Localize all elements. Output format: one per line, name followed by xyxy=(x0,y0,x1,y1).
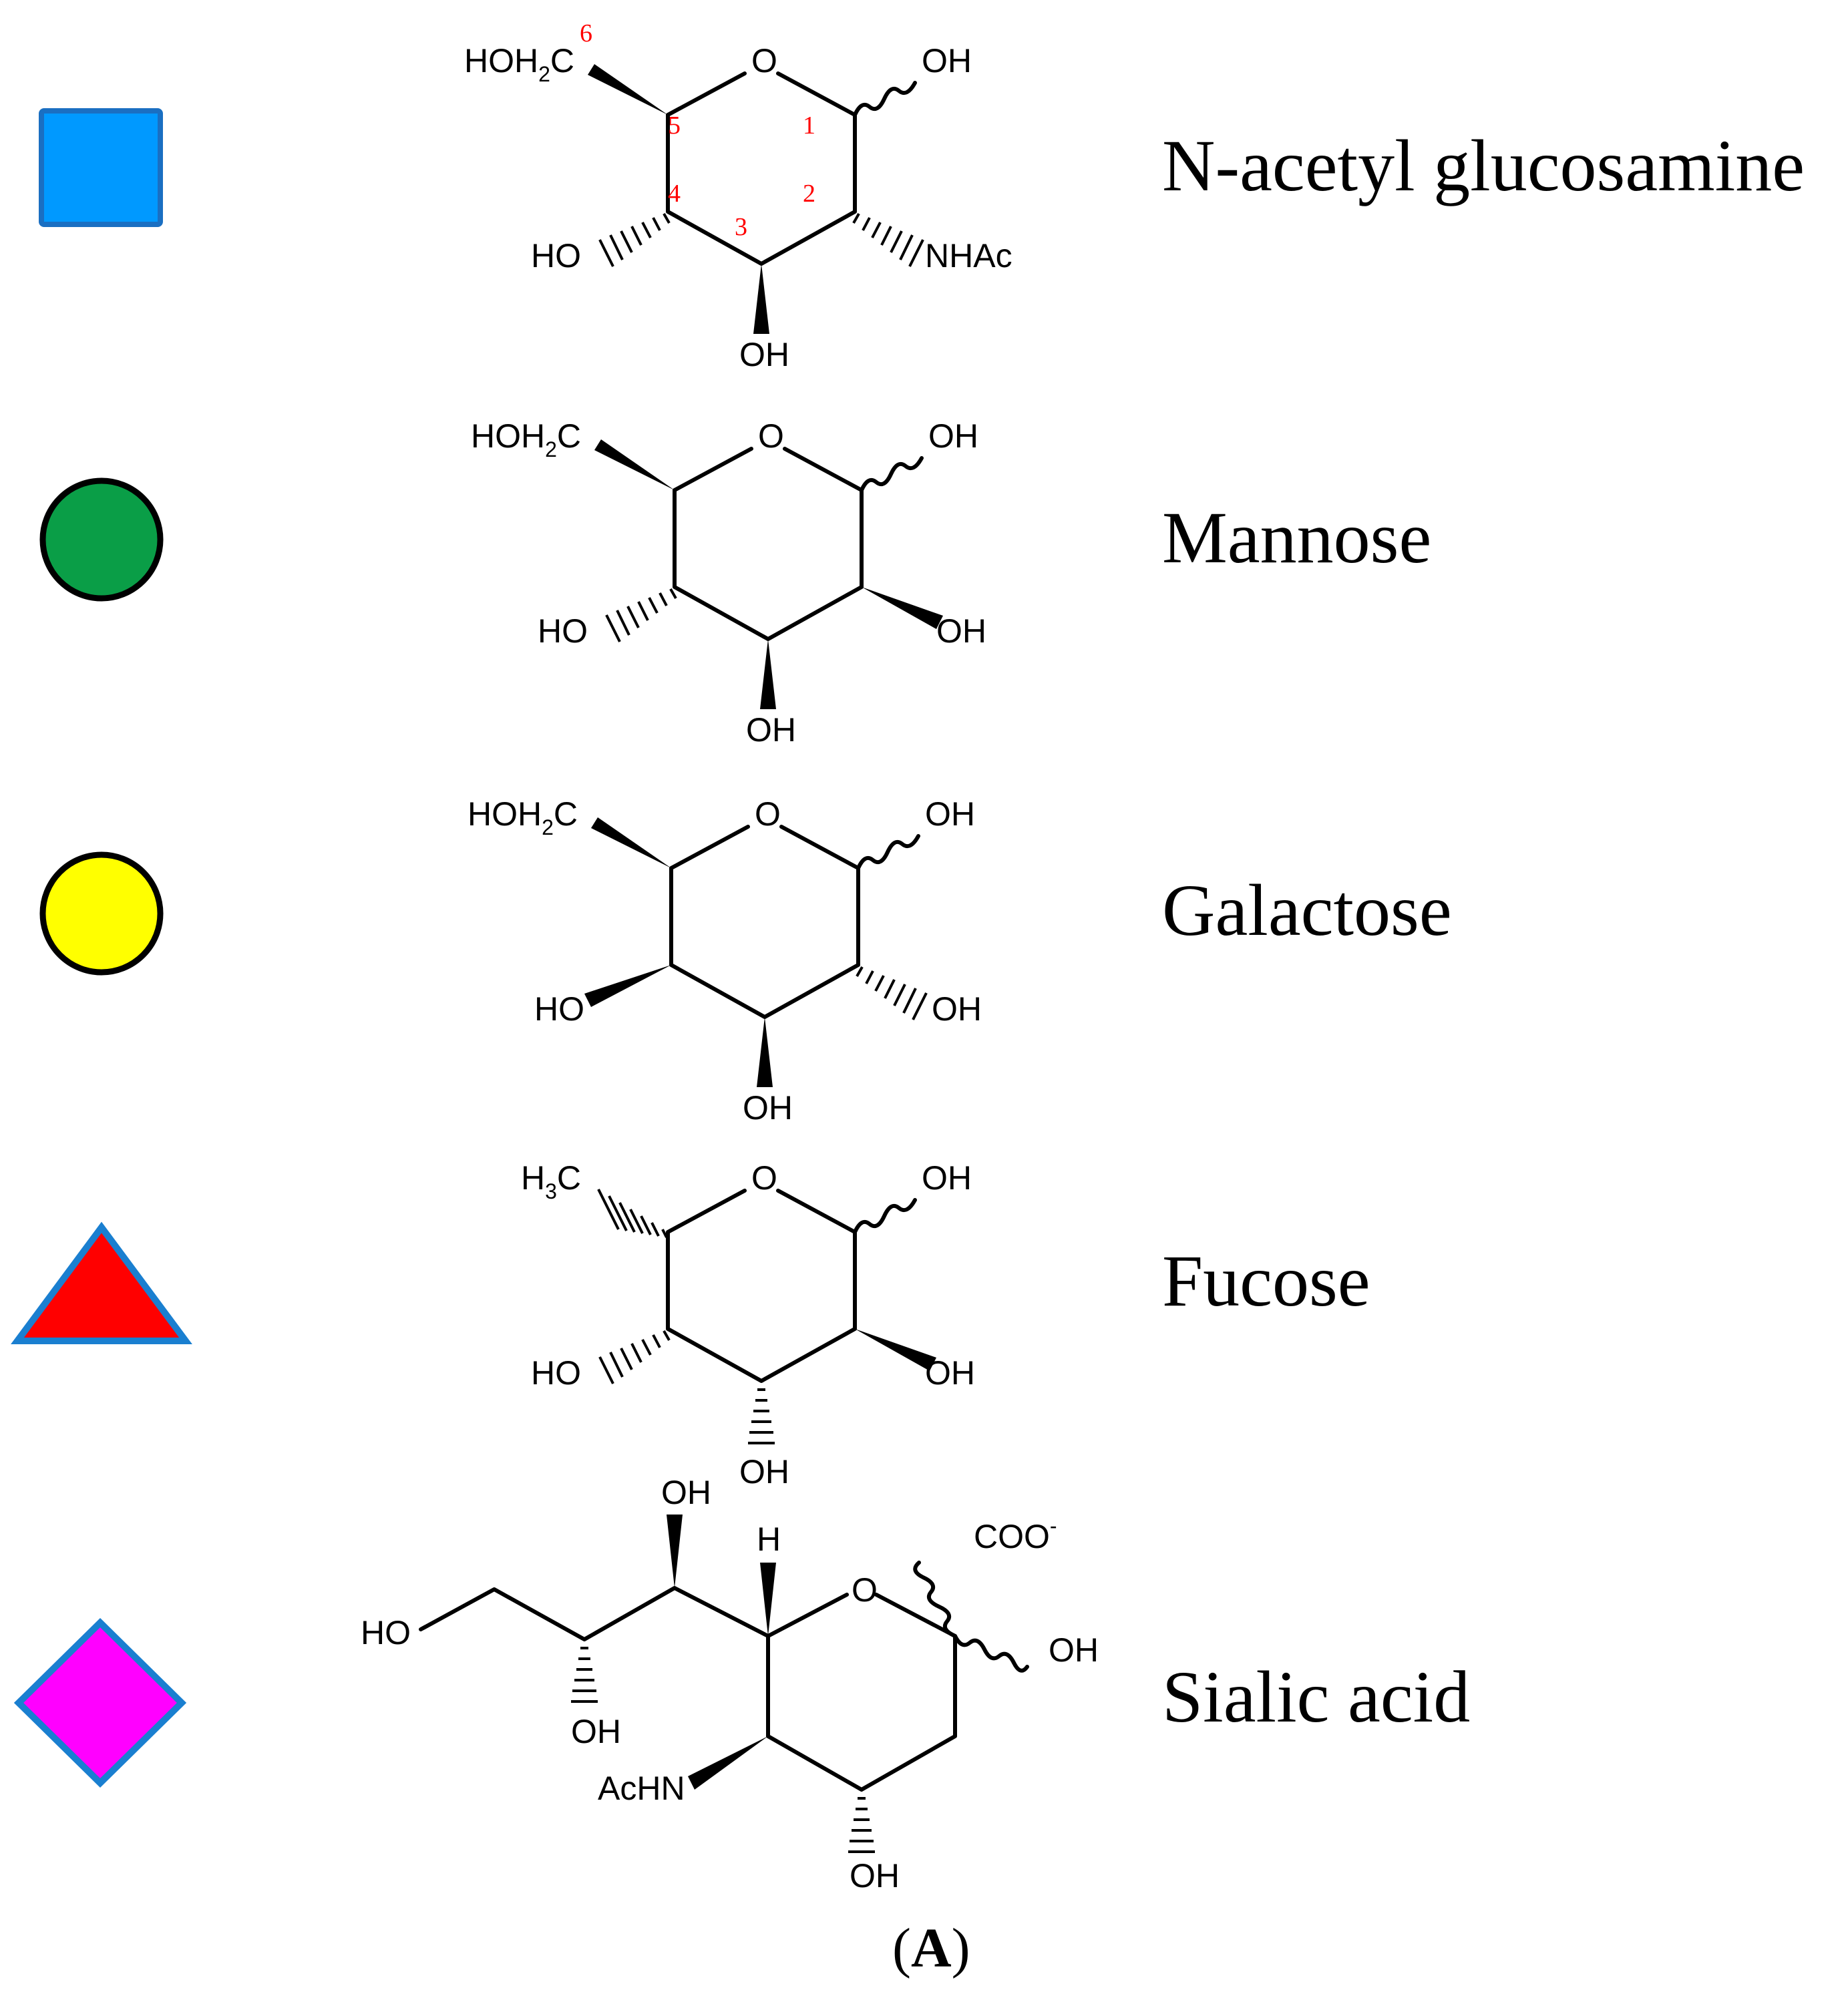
position-1: 1 xyxy=(803,112,815,140)
anomeric-wavy-bond xyxy=(853,81,917,117)
anomeric-wavy-bond xyxy=(860,456,924,492)
ring-oxygen: O xyxy=(751,42,777,79)
ring-oxygen: O xyxy=(852,1571,878,1609)
c2-hydroxyl: OH xyxy=(936,612,986,650)
ring-bonds xyxy=(766,1593,957,1792)
c6-hydrogen: H xyxy=(757,1521,781,1558)
c1-hydroxyl: OH xyxy=(928,417,978,455)
carboxylate-wavy-bond xyxy=(913,1561,957,1638)
sialic-acid-structure: HO OH OH H O COO- OH AcHN OH xyxy=(361,1474,1099,1894)
c4-hydroxyl: OH xyxy=(850,1857,900,1894)
c8-hydroxyl: OH xyxy=(571,1713,621,1750)
c4-hashed-bond xyxy=(598,1330,671,1384)
fucose-label: Fucose xyxy=(1162,1240,1370,1322)
c2-hydroxyl: OH xyxy=(1049,1631,1099,1669)
ring-oxygen: O xyxy=(755,795,781,833)
c2-hydroxyl: OH xyxy=(925,1354,975,1392)
c3-hydroxyl: OH xyxy=(739,336,789,373)
ring-oxygen: O xyxy=(751,1159,777,1197)
sialic-acid-label: Sialic acid xyxy=(1162,1656,1470,1738)
carboxylate: COO- xyxy=(974,1514,1057,1555)
c4-hydroxyl: HO xyxy=(531,1354,581,1392)
glycerol-side-chain xyxy=(419,1586,770,1641)
anomeric-wavy-bond xyxy=(856,834,920,870)
c3-wedge xyxy=(757,1017,773,1087)
name-column: N-acetyl glucosamine Mannose Galactose F… xyxy=(1162,125,1805,1738)
c2-acetamido: NHAc xyxy=(925,237,1012,274)
c3-hydroxyl: OH xyxy=(739,1453,789,1490)
ring-oxygen: O xyxy=(758,417,784,455)
c4-hashed-bond xyxy=(598,213,671,267)
n-acetyl-glucosamine-symbol xyxy=(39,108,163,227)
anomeric-wavy-bond xyxy=(853,1198,917,1234)
n-acetyl-glucosamine-structure: HOH2C O OH HO NHAc OH 1 2 3 4 5 6 xyxy=(464,19,1012,373)
fucose-symbol xyxy=(11,1221,192,1344)
c2-hydroxyl: OH xyxy=(932,990,982,1028)
c6-group: HOH2C xyxy=(471,417,581,461)
c1-hydroxyl: OH xyxy=(925,795,975,833)
panel-caption: (A) xyxy=(892,1917,970,1979)
c1-hydroxyl: OH xyxy=(922,42,972,79)
c5-c6-wedge xyxy=(588,64,668,115)
c1-hydroxyl: OH xyxy=(922,1159,972,1197)
c4-hydroxyl: HO xyxy=(534,990,584,1028)
c8-hashed-bond xyxy=(571,1647,598,1703)
mannose-structure: HOH2C O OH HO OH OH xyxy=(471,417,986,749)
c7-wedge xyxy=(667,1515,683,1588)
c5-wedge xyxy=(688,1736,768,1790)
galactose-label: Galactose xyxy=(1162,869,1452,951)
c3-hashed-bond xyxy=(748,1388,775,1444)
c4-hashed-bond xyxy=(848,1797,875,1853)
c5-c6-wedge xyxy=(594,439,675,490)
c4-hashed-bond xyxy=(605,588,677,642)
c9-hydroxyl: HO xyxy=(361,1614,411,1651)
c4-hydroxyl: HO xyxy=(538,612,588,650)
mannose-label: Mannose xyxy=(1162,497,1431,578)
anomeric-wavy-bond xyxy=(953,1634,1029,1673)
symbol-column xyxy=(11,108,192,1788)
position-6: 6 xyxy=(580,19,592,47)
c6-group: HOH2C xyxy=(468,795,578,839)
position-3: 3 xyxy=(735,213,747,241)
c5-acetamido: AcHN xyxy=(598,1770,685,1807)
c3-wedge xyxy=(760,639,776,709)
ring-bonds xyxy=(666,71,857,266)
position-4: 4 xyxy=(668,180,681,208)
c6-group: HOH2C xyxy=(464,42,574,86)
c7-hydroxyl: OH xyxy=(661,1474,711,1511)
ring-bonds xyxy=(673,447,864,641)
fucose-structure: H3C O OH HO OH OH xyxy=(521,1159,975,1490)
c2-hashed-bond xyxy=(856,966,928,1020)
ring-bonds xyxy=(666,1189,857,1383)
c3-hydroxyl: OH xyxy=(746,711,796,749)
c4-wedge xyxy=(584,965,671,1007)
c6-h-wedge xyxy=(760,1563,776,1636)
c3-hydroxyl: OH xyxy=(743,1089,793,1127)
c5-c6-wedge xyxy=(591,817,671,868)
c2-wedge xyxy=(855,1329,936,1371)
mannose-symbol xyxy=(39,477,164,602)
c2-hashed-bond xyxy=(852,213,924,267)
ring-bonds xyxy=(669,825,860,1019)
position-2: 2 xyxy=(803,180,815,208)
c5-c6-hashed-bond xyxy=(597,1189,668,1238)
n-acetyl-glucosamine-label: N-acetyl glucosamine xyxy=(1162,125,1805,206)
position-5: 5 xyxy=(668,112,681,140)
galactose-symbol xyxy=(39,851,164,976)
c6-group: H3C xyxy=(521,1159,581,1203)
sialic-acid-symbol xyxy=(13,1617,187,1788)
c4-hydroxyl: HO xyxy=(531,237,581,274)
c2-wedge xyxy=(862,587,943,629)
c3-wedge xyxy=(753,264,769,334)
galactose-structure: HOH2C O OH HO OH OH xyxy=(468,795,982,1127)
